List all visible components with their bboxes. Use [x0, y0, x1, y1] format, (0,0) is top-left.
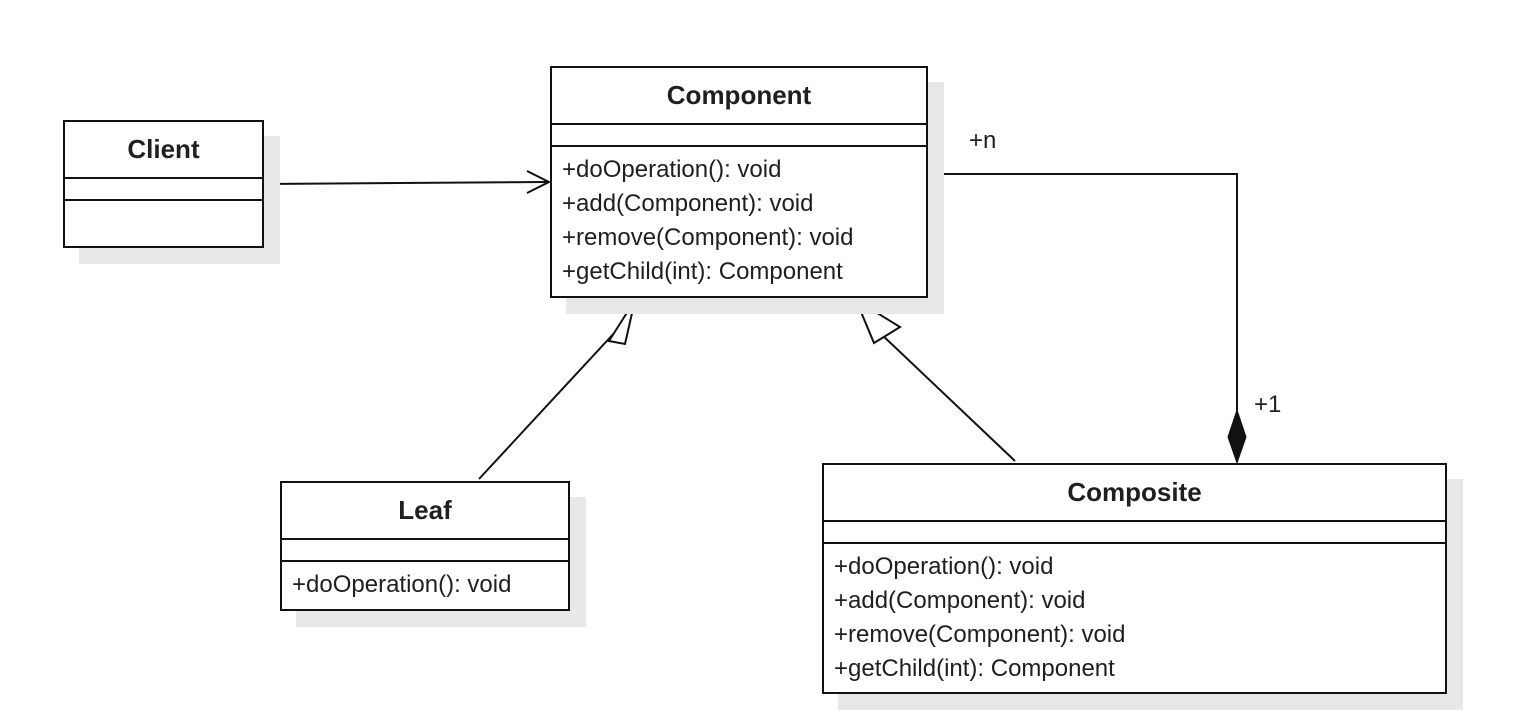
methods-compartment: +doOperation(): void +add(Component): vo…	[552, 147, 926, 289]
methods-compartment: +doOperation(): void +add(Component): vo…	[824, 544, 1445, 686]
method-line: +remove(Component): void	[834, 621, 1126, 648]
component-class-box[interactable]: Component +doOperation(): void +add(Comp…	[550, 66, 928, 298]
leaf-class-box[interactable]: Leaf +doOperation(): void	[280, 481, 570, 611]
composition-line	[928, 173, 1238, 412]
composite-generalization-triangle	[853, 297, 902, 345]
client-class-box[interactable]: Client	[63, 120, 264, 248]
methods-compartment	[65, 201, 262, 246]
attributes-compartment	[65, 179, 262, 201]
leaf-generalization-triangle	[607, 299, 636, 346]
method-line: +add(Component): void	[562, 190, 814, 217]
class-name: Client	[65, 122, 262, 179]
class-name: Leaf	[282, 483, 568, 540]
method-line: +getChild(int): Component	[562, 258, 843, 285]
attributes-compartment	[824, 522, 1445, 544]
attributes-compartment	[552, 125, 926, 147]
multiplicity-label-1: +1	[1254, 391, 1282, 418]
method-line: +doOperation(): void	[562, 156, 782, 183]
class-name: Composite	[824, 465, 1445, 522]
method-line: +doOperation(): void	[292, 571, 512, 598]
method-line: +add(Component): void	[834, 587, 1086, 614]
composite-generalization-line	[879, 332, 1016, 462]
client-component-association-line	[263, 181, 549, 185]
method-line: +doOperation(): void	[834, 553, 1054, 580]
attributes-compartment	[282, 540, 568, 562]
methods-compartment: +doOperation(): void	[282, 562, 568, 602]
filled-diamond	[1227, 408, 1247, 465]
multiplicity-label-n: +n	[969, 127, 997, 154]
method-line: +getChild(int): Component	[834, 655, 1115, 682]
class-name: Component	[552, 68, 926, 125]
composite-class-box[interactable]: Composite +doOperation(): void +add(Comp…	[822, 463, 1447, 694]
open-arrow-head	[526, 170, 552, 194]
method-line: +remove(Component): void	[562, 224, 854, 251]
leaf-generalization-line	[478, 329, 618, 480]
